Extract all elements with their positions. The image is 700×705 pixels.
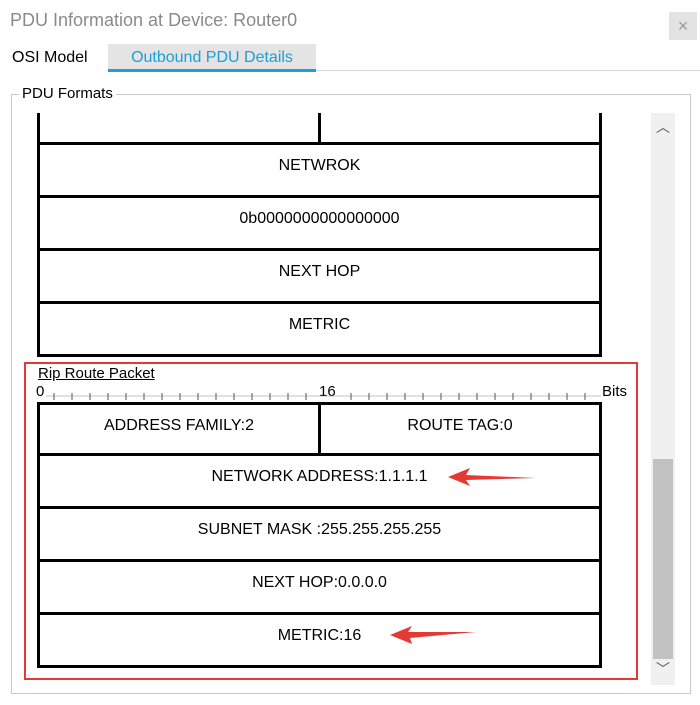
tab-outbound-pdu-details[interactable]: Outbound PDU Details — [108, 44, 316, 72]
pdu-formats-group — [11, 94, 691, 694]
field-zero-bits: 0b0000000000000000 — [37, 195, 602, 251]
field-rip-next-hop: NEXT HOP:0.0.0.0 — [37, 559, 602, 615]
annotation-arrow-metric — [390, 626, 476, 644]
bit-ruler: 0 16 Bits — [36, 383, 628, 403]
ruler-ticks — [46, 393, 601, 400]
scrollbar-thumb[interactable] — [653, 459, 673, 659]
group-legend: PDU Formats — [19, 85, 116, 102]
close-button[interactable]: × — [669, 12, 697, 40]
tab-bar: OSI Model Outbound PDU Details — [0, 44, 700, 72]
field-metric: METRIC — [37, 301, 602, 357]
field-next-hop: NEXT HOP — [37, 248, 602, 304]
title-bar: PDU Information at Device: Router0 × — [0, 0, 700, 42]
vertical-scrollbar[interactable]: ︿ ﹀ — [651, 113, 675, 685]
pdu-scroll-view[interactable]: NETWROK 0b0000000000000000 NEXT HOP METR… — [22, 113, 650, 685]
rip-packet-title: Rip Route Packet — [38, 365, 155, 382]
field-address-family: ADDRESS FAMILY:2 — [37, 402, 321, 456]
field-network: NETWROK — [37, 142, 602, 198]
ruler-start-label: 0 — [36, 383, 45, 400]
field-rip-metric: METRIC:16 — [37, 612, 602, 668]
upper-top-left-cell — [37, 113, 321, 145]
upper-top-right-cell — [318, 113, 602, 145]
field-subnet-mask: SUBNET MASK :255.255.255.255 — [37, 506, 602, 562]
window-title: PDU Information at Device: Router0 — [10, 10, 298, 30]
tab-divider — [316, 70, 700, 71]
annotation-arrow-network — [448, 468, 536, 486]
chevron-down-icon[interactable]: ﹀ — [656, 661, 670, 677]
ruler-unit-label: Bits — [602, 383, 628, 400]
field-route-tag: ROUTE TAG:0 — [318, 402, 602, 456]
close-icon: × — [677, 16, 689, 36]
tab-osi-model[interactable]: OSI Model — [12, 49, 88, 66]
chevron-up-icon[interactable]: ︿ — [656, 119, 670, 135]
